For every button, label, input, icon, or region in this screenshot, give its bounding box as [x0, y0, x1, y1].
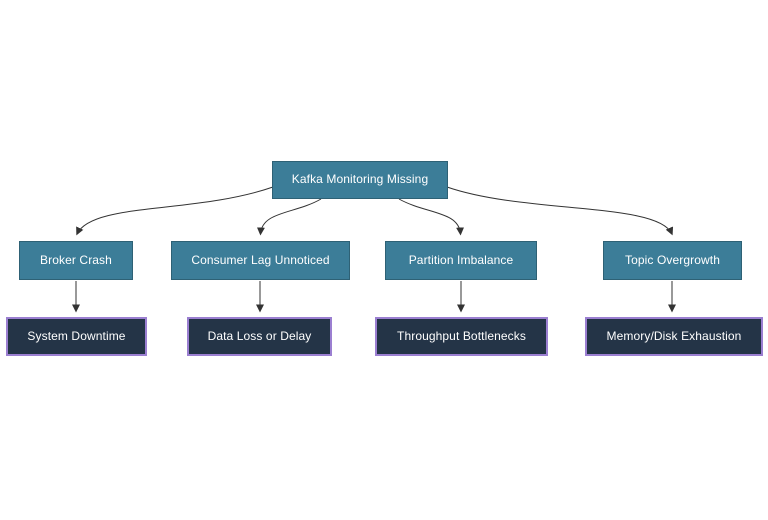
- node-broker-crash: Broker Crash: [19, 241, 133, 280]
- node-label: System Downtime: [27, 328, 126, 343]
- node-label: Broker Crash: [40, 252, 112, 267]
- edge-root-to-topic-overgrowth: [446, 186, 674, 236]
- node-topic-overgrowth: Topic Overgrowth: [603, 241, 742, 280]
- node-partition-imbalance: Partition Imbalance: [385, 241, 537, 280]
- node-label: Data Loss or Delay: [207, 328, 312, 343]
- node-system-downtime: System Downtime: [6, 317, 147, 356]
- node-label: Memory/Disk Exhaustion: [606, 328, 742, 343]
- node-throughput-bottlenecks: Throughput Bottlenecks: [375, 317, 548, 356]
- node-label: Throughput Bottlenecks: [397, 328, 526, 343]
- node-label: Partition Imbalance: [408, 252, 514, 267]
- edge-root-to-broker-crash: [76, 186, 274, 236]
- edge-root-to-consumer-lag: [256, 198, 322, 236]
- node-kafka-monitoring-missing: Kafka Monitoring Missing: [272, 161, 448, 199]
- node-data-loss-or-delay: Data Loss or Delay: [187, 317, 332, 356]
- edge-root-to-partition-imbalance: [398, 198, 465, 236]
- node-label: Topic Overgrowth: [625, 252, 720, 267]
- node-consumer-lag-unnoticed: Consumer Lag Unnoticed: [171, 241, 350, 280]
- node-memory-disk-exhaustion: Memory/Disk Exhaustion: [585, 317, 763, 356]
- node-label: Kafka Monitoring Missing: [291, 172, 429, 187]
- node-label: Consumer Lag Unnoticed: [191, 252, 330, 267]
